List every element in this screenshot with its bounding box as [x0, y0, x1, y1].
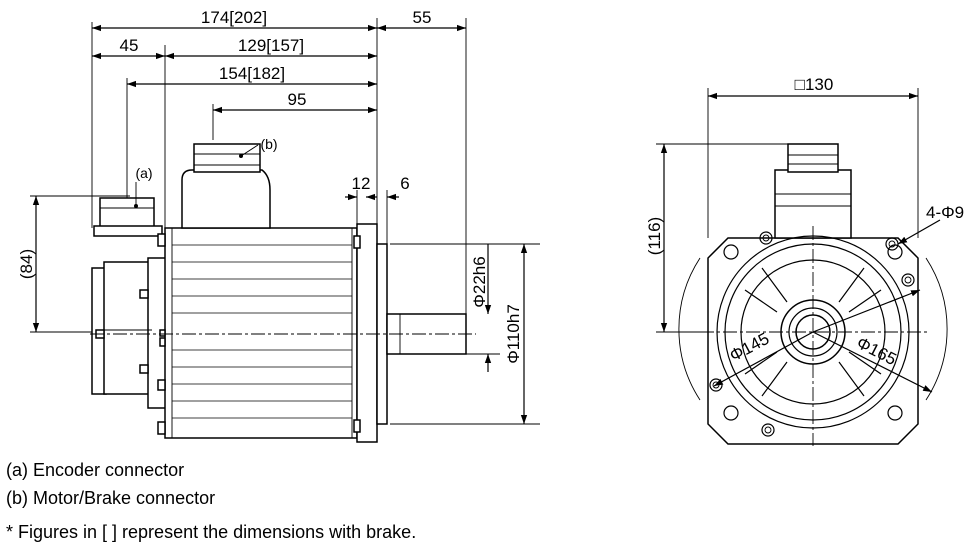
side-view: 174[202] 55 45 129[157] 154[182] 95 12 6… [17, 8, 540, 443]
dim-body-length: 129[157] [238, 36, 304, 55]
legend-power: (b) Motor/Brake connector [6, 488, 216, 508]
front-motor-outline [700, 143, 930, 446]
dim-shaft-diameter: Φ22h6 [470, 256, 489, 307]
front-view: □130 (116) 4-Φ9 Φ145 Φ165 [645, 75, 964, 446]
side-motor-outline [90, 143, 476, 443]
dim-height-116: (116) [645, 217, 664, 255]
dim-mount-holes: 4-Φ9 [926, 203, 964, 222]
dim-connector-to-flange: 95 [288, 90, 307, 109]
legend-brake-note: * Figures in [ ] represent the dimension… [6, 522, 417, 542]
dim-pilot-depth: 6 [400, 174, 409, 193]
dim-rear-offset: 45 [120, 36, 139, 55]
front-spokes [744, 267, 882, 397]
dimension-lines [32, 24, 528, 424]
dim-flange-square: □130 [795, 75, 834, 94]
label-encoder-connector: (a) [135, 165, 152, 181]
dim-overall-length: 174[202] [201, 8, 267, 27]
mounting-holes [709, 231, 915, 437]
dim-shaft-length: 55 [413, 8, 432, 27]
dim-encoder-to-flange: 154[182] [219, 64, 285, 83]
cooling-fins [172, 244, 352, 419]
dim-flange-thickness: 12 [352, 174, 371, 193]
dim-height-84: (84) [17, 249, 36, 279]
dim-pilot-diameter: Φ110h7 [504, 304, 523, 364]
connector-leaders [134, 144, 259, 208]
label-power-connector: (b) [260, 136, 277, 152]
legend-encoder: (a) Encoder connector [6, 460, 185, 480]
